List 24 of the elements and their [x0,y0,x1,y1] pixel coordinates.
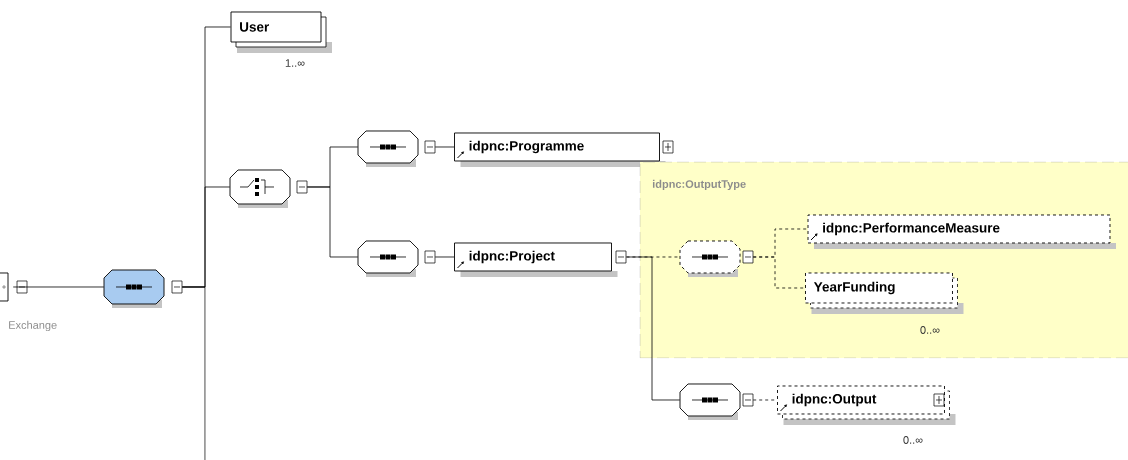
connector-line [306,186,359,258]
element-box: idpnc:Programme [454,132,674,167]
connector-line [626,256,681,401]
element-box: YearFunding [805,272,964,314]
element-box: idpnc:Project [454,242,627,277]
compositor-shape [679,383,754,420]
element-box: Exchange [0,272,57,332]
multiplicity-label: 0..∞ [903,436,923,444]
compositor-shape [357,130,436,167]
node-label: Exchange [9,320,57,332]
connector-line [434,256,455,258]
multiplicity-label: 0..∞ [920,326,940,334]
connector-line [434,146,455,148]
compositor-shape [357,240,436,277]
multiplicity-label: 1..∞ [285,59,305,67]
element-box: idpnc:Output [777,385,956,425]
element-box: idpnc:PerformanceMeasure [807,214,1116,249]
connector-line [12,286,105,288]
compositor-shape [229,169,308,208]
compositor-shape [103,269,183,308]
connector-line [752,256,806,289]
element-box: User [230,11,332,53]
connector-line [181,286,206,460]
compositor-shape [679,240,754,277]
